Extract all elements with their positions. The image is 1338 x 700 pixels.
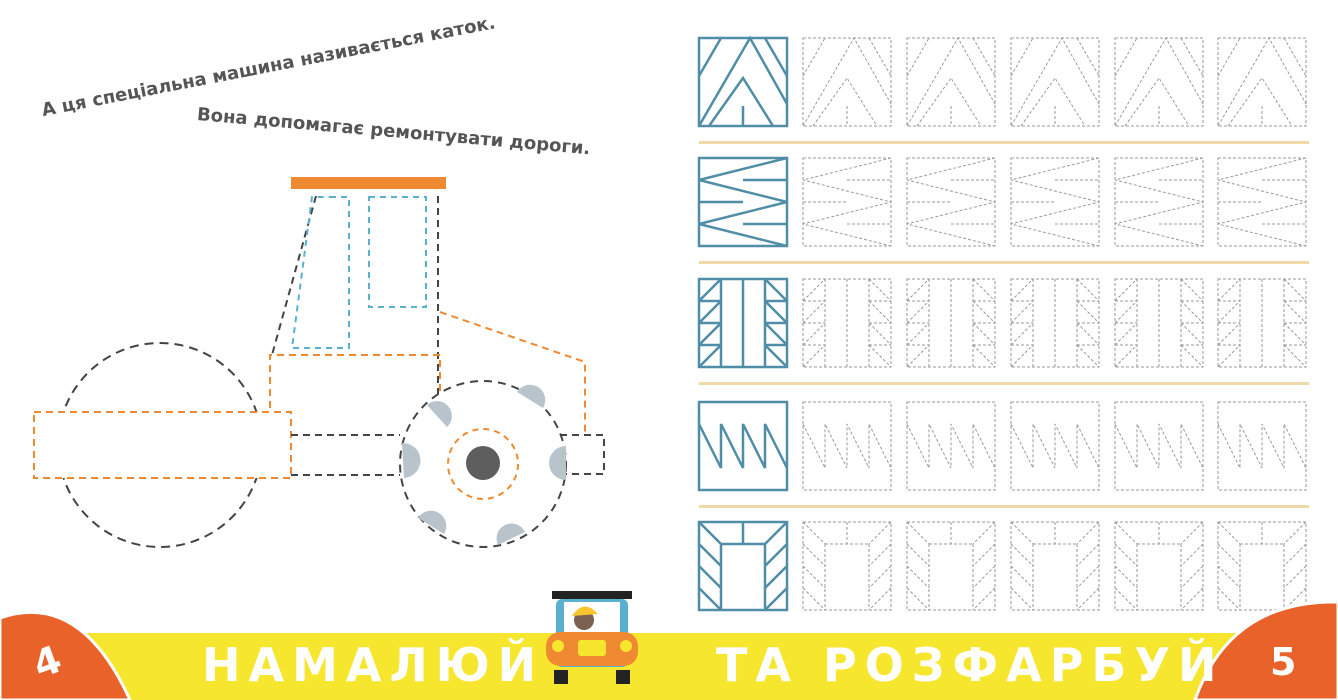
row-divider — [699, 141, 1309, 144]
roof-bar — [291, 177, 446, 189]
trace-tile[interactable] — [1010, 521, 1100, 611]
pattern-grid — [697, 36, 1309, 612]
row-divider — [699, 382, 1309, 385]
trace-tile[interactable] — [802, 401, 892, 491]
trace-tile[interactable] — [906, 521, 996, 611]
trace-tile[interactable] — [1010, 157, 1100, 247]
trace-tile[interactable] — [802, 521, 892, 611]
right-page — [669, 0, 1338, 700]
left-page: А ця спеціальна машина називається каток… — [33, 12, 605, 548]
trace-tile[interactable] — [1114, 401, 1204, 491]
wheel-hub — [466, 446, 500, 480]
sample-tile — [697, 156, 789, 248]
trace-tile[interactable] — [802, 37, 892, 127]
trace-tile[interactable] — [1217, 401, 1307, 491]
pattern-row-columns-triangles-pattern — [697, 277, 1309, 385]
trace-tile[interactable] — [1010, 278, 1100, 368]
trace-tile[interactable] — [906, 157, 996, 247]
trace-tile[interactable] — [906, 278, 996, 368]
road-roller-illustration — [33, 177, 605, 548]
page-number-5: 5 — [1270, 640, 1297, 684]
trace-tile[interactable] — [1114, 37, 1204, 127]
sample-tile — [697, 400, 789, 492]
trace-tile[interactable] — [1114, 157, 1204, 247]
sample-tile — [697, 520, 789, 612]
wheel-bolts — [402, 384, 566, 545]
trace-tile[interactable] — [802, 278, 892, 368]
trace-tile[interactable] — [1217, 157, 1307, 247]
banner-word-draw: НАМАЛЮЙ — [202, 638, 545, 692]
trace-tile[interactable] — [906, 37, 996, 127]
sample-tile — [697, 36, 789, 128]
trace-tile[interactable] — [1010, 401, 1100, 491]
trace-tile[interactable] — [1217, 37, 1307, 127]
row-divider — [699, 505, 1309, 508]
pattern-row-sawtooth-pattern — [697, 400, 1309, 508]
pattern-row-zigzag-horizontal-pattern — [697, 156, 1309, 264]
row-divider — [699, 261, 1309, 264]
sample-tile — [697, 277, 789, 369]
banner-word-color: ТА РОЗФАРБУЙ — [716, 638, 1225, 692]
trace-tile[interactable] — [906, 401, 996, 491]
trace-tile[interactable] — [1114, 521, 1204, 611]
trace-tile[interactable] — [1217, 278, 1307, 368]
pattern-row-chevron-up-pattern — [697, 36, 1309, 144]
pattern-row-frame-herringbone-pattern — [697, 520, 1307, 612]
trace-tile[interactable] — [802, 157, 892, 247]
title-banner — [0, 633, 1338, 700]
trace-tile[interactable] — [1114, 278, 1204, 368]
trace-tile[interactable] — [1010, 37, 1100, 127]
trace-tile[interactable] — [1217, 521, 1307, 611]
